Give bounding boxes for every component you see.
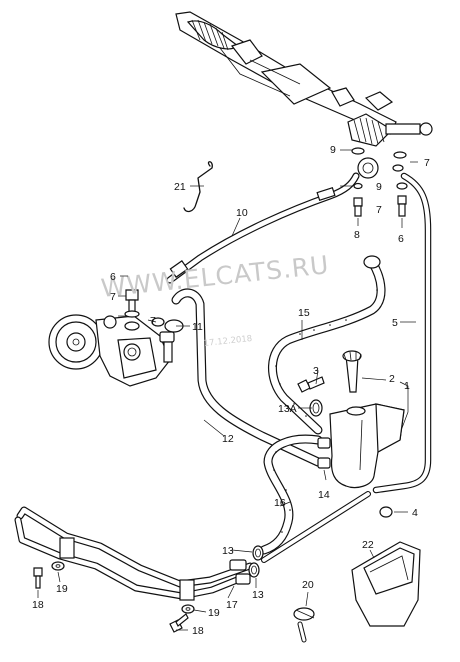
bolt-18-left (33, 561, 65, 589)
line-4 (261, 491, 393, 563)
callout-19-bottom: 19 (208, 607, 220, 619)
callout-1: 1 (404, 380, 410, 392)
clamp-13-bottom (248, 545, 264, 578)
callout-22: 22 (362, 539, 374, 551)
callout-18-left: 18 (32, 599, 44, 611)
callout-13a: 13A (278, 403, 297, 415)
callout-15: 15 (298, 307, 310, 319)
hose-clamp-20 (293, 607, 315, 643)
callout-9-lower: 9 (376, 181, 382, 193)
callout-7-pump-lower: 7 (150, 315, 156, 327)
callout-18-bottom: 18 (192, 625, 204, 637)
callout-13-left: 13 (222, 545, 234, 557)
callout-14: 14 (318, 489, 330, 501)
callout-13-right: 13 (252, 589, 264, 601)
callout-6-pump: 6 (110, 271, 116, 283)
callout-20: 20 (302, 579, 314, 591)
steering-pump (48, 289, 184, 387)
clip-21 (183, 161, 213, 213)
pressure-line-10 (166, 172, 360, 284)
rack-fittings (351, 147, 408, 217)
watermark-date: 17.12.2018 (203, 334, 252, 349)
callout-17: 17 (226, 599, 238, 611)
callout-7-pump-upper: 7 (110, 291, 116, 303)
callout-7-rack-lower: 7 (376, 204, 382, 216)
callout-10: 10 (236, 207, 248, 219)
pipe-17 (14, 506, 254, 601)
callout-6-rack: 6 (398, 233, 404, 245)
watermark-site: WWW.ELCATS.RU (100, 250, 331, 303)
callout-8: 8 (354, 229, 360, 241)
reservoir (317, 350, 405, 489)
callout-2: 2 (389, 373, 395, 385)
callout-21: 21 (174, 181, 186, 193)
hose-16 (259, 434, 323, 555)
callout-3: 3 (313, 365, 319, 377)
callout-16: 16 (274, 497, 286, 509)
bolt-3 (297, 376, 325, 393)
callout-5: 5 (392, 317, 398, 329)
steering-rack (175, 11, 433, 147)
callout-7-rack-upper: 7 (424, 157, 430, 169)
callout-9-upper: 9 (330, 144, 336, 156)
hose-15 (268, 255, 386, 435)
callout-4: 4 (412, 507, 418, 519)
hose-12 (171, 288, 323, 467)
return-line-5 (372, 172, 432, 494)
leader-lines (37, 149, 418, 631)
callout-12: 12 (222, 433, 234, 445)
callout-labels: 1 2 3 4 5 6 6 7 7 7 7 8 9 9 10 11 12 13A… (32, 144, 430, 637)
callout-19-left: 19 (56, 583, 68, 595)
callout-11: 11 (192, 321, 203, 333)
heat-shield-22 (351, 541, 421, 627)
bolt-18-bottom (169, 604, 195, 633)
